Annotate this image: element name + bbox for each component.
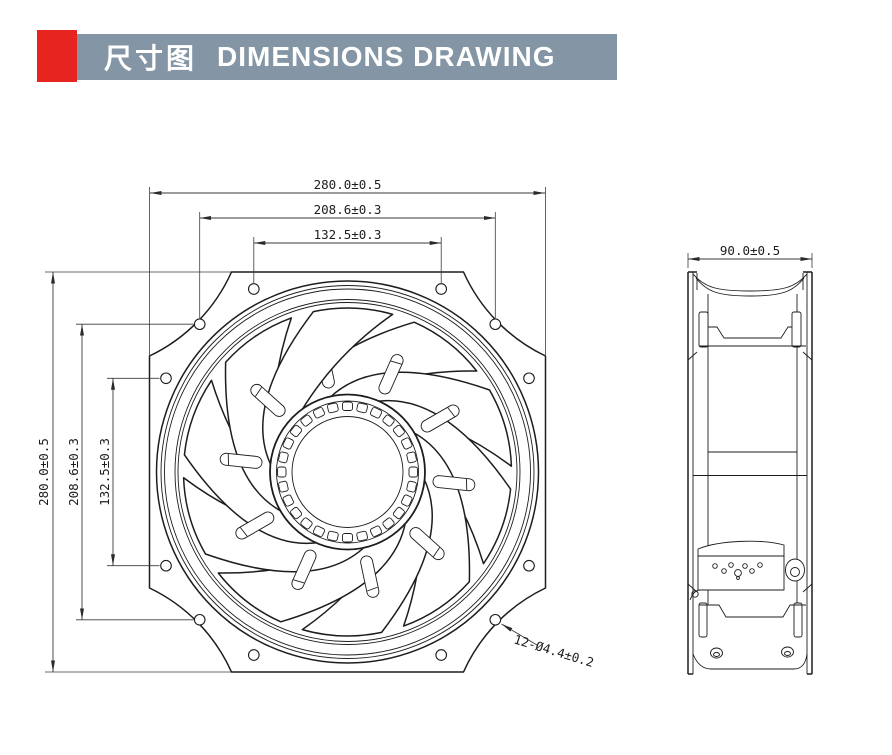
motor-strap-top [698,311,806,348]
dim-corner-pitch-top: 208.6±0.3 [199,202,496,318]
cable-gland [785,558,805,582]
dim-edge-pitch-top: 132.5±0.3 [253,227,442,283]
impeller-hub [269,393,426,551]
dim-corner-pitch-v-text: 208.6±0.3 [66,438,81,506]
dim-height-left: 280.0±0.5 [36,271,231,673]
red-accent-badge [37,30,77,82]
dim-edge-pitch-left: 132.5±0.3 [97,377,160,567]
venturi-rings [155,280,540,664]
terminal-box [697,540,805,591]
dim-corner-pitch-text: 208.6±0.3 [314,202,382,217]
dim-corner-pitch-left: 208.6±0.3 [66,323,194,621]
frame-mid-joint [693,451,807,476]
dim-width-top: 280.0±0.5 [149,177,546,356]
mounting-holes [160,283,535,661]
dim-height-text: 280.0±0.5 [36,438,51,506]
mounting-holes-note-text: 12-Ø4.4±0.2 [512,632,596,671]
section-title-banner: 尺寸图 DIMENSIONS DRAWING [77,34,617,80]
side-frame-rails [687,271,813,675]
dim-edge-pitch-text: 132.5±0.3 [314,227,382,242]
inlet-bell-top [692,273,808,297]
terminal-screws [712,562,763,580]
dim-edge-pitch-v-text: 132.5±0.3 [97,438,112,506]
dim-depth-text: 90.0±0.5 [720,243,780,258]
outlet-bell-bottom [692,646,808,670]
side-view: 90.0±0.5 [687,243,813,675]
section-title-english: DIMENSIONS DRAWING [217,41,556,72]
dim-width-text: 280.0±0.5 [314,177,382,192]
motor-strap-bottom [689,589,806,638]
mounting-holes-callout: 12-Ø4.4±0.2 [501,623,596,671]
front-view: 280.0±0.5 208.6±0.3 132.5±0.3 280.0±0.5 [36,177,596,673]
section-title-chinese: 尺寸图 [104,43,198,74]
dim-depth: 90.0±0.5 [687,243,813,268]
fan-frame-outline [148,271,547,673]
